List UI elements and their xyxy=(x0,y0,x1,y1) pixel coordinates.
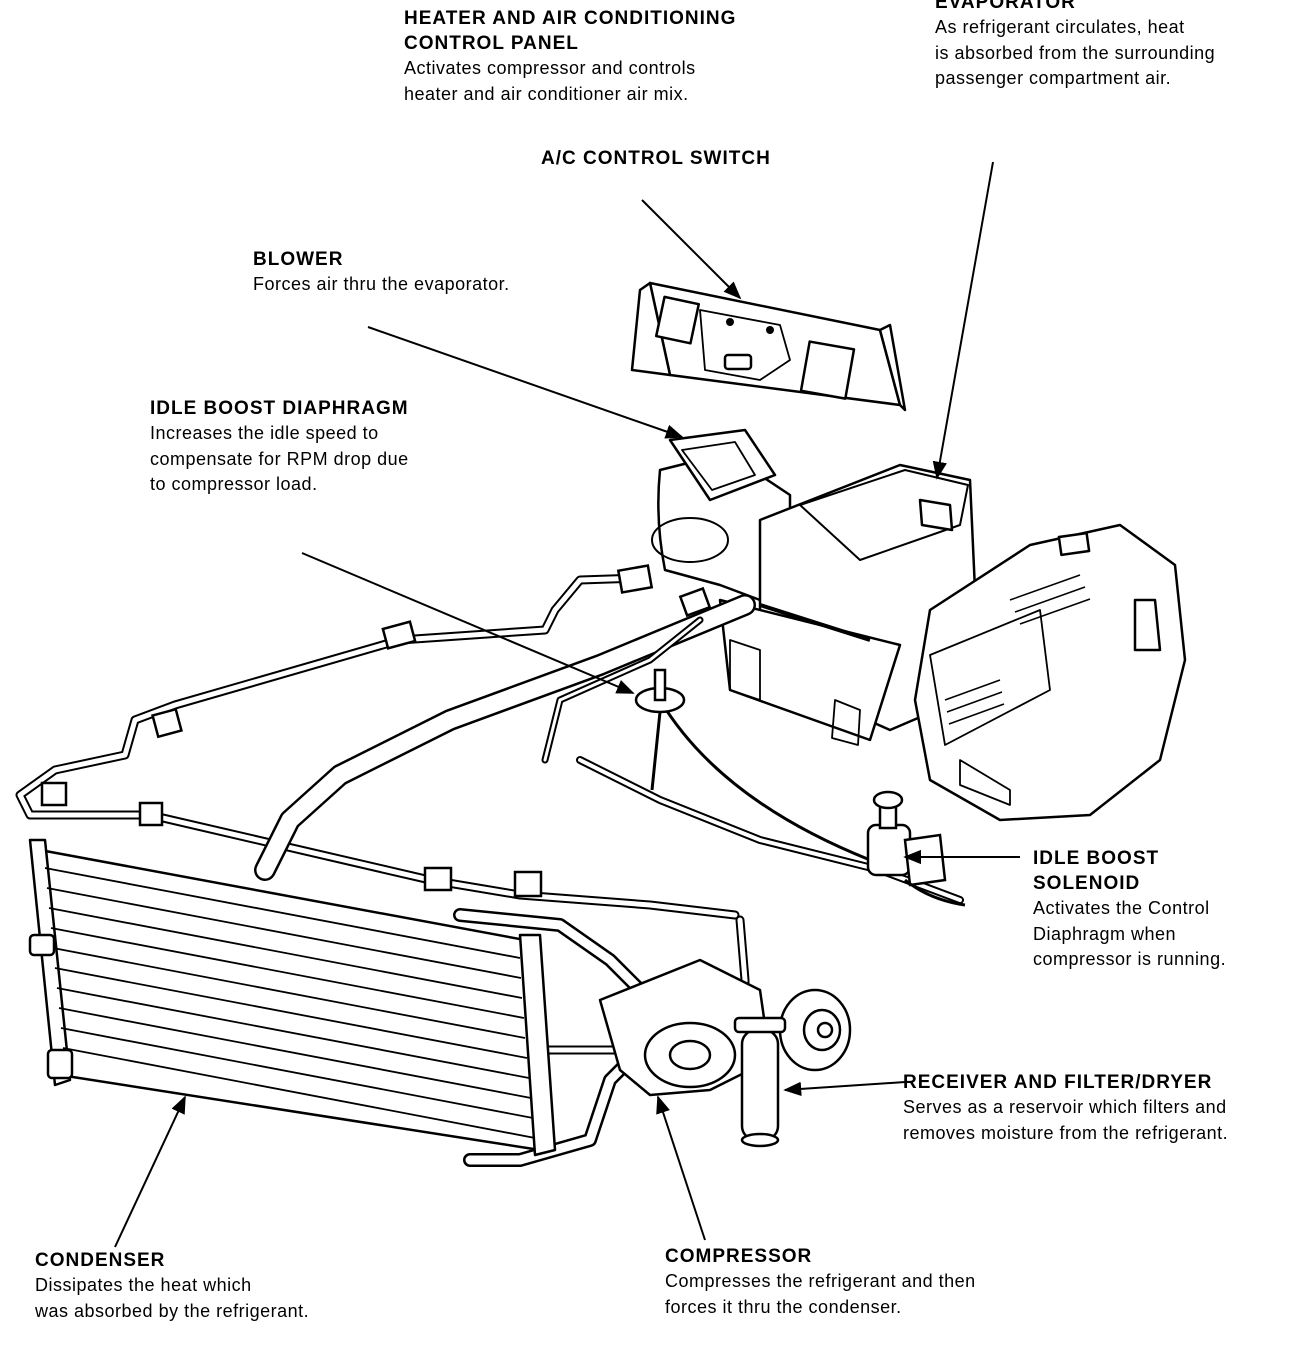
callout-ac-switch: A/C CONTROL SWITCH xyxy=(541,146,771,171)
callout-idle-diaphragm-title: IDLE BOOST DIAPHRAGM xyxy=(150,398,409,419)
callout-blower-title: BLOWER xyxy=(253,249,344,270)
callout-receiver-title: RECEIVER AND FILTER/DRYER xyxy=(903,1072,1213,1093)
condenser-arrow xyxy=(114,1095,186,1248)
callout-control-panel: HEATER AND AIR CONDITIONING CONTROL PANE… xyxy=(404,6,736,107)
callout-blower: BLOWER Forces air thru the evaporator. xyxy=(253,247,510,298)
callout-ac-switch-title: A/C CONTROL SWITCH xyxy=(541,148,771,169)
callout-control-panel-desc: Activates compressor and controls heater… xyxy=(404,58,696,104)
callout-compressor-title: COMPRESSOR xyxy=(665,1246,813,1267)
compressor-arrow xyxy=(656,1095,706,1241)
idle-diaphragm-arrow xyxy=(301,552,635,694)
compressor-drawing xyxy=(598,958,852,1097)
callout-blower-desc: Forces air thru the evaporator. xyxy=(253,274,510,294)
control-panel-drawing xyxy=(630,281,907,412)
callout-idle-solenoid-desc: Activates the Control Diaphragm when com… xyxy=(1033,898,1227,969)
callout-idle-diaphragm: IDLE BOOST DIAPHRAGM Increases the idle … xyxy=(150,396,409,498)
line-clamps-drawing xyxy=(40,564,712,898)
ac-switch-arrow xyxy=(641,199,742,300)
callout-idle-solenoid-title: IDLE BOOST SOLENOID xyxy=(1033,848,1160,894)
callout-condenser: CONDENSER Dissipates the heat which was … xyxy=(35,1248,309,1324)
callout-condenser-desc: Dissipates the heat which was absorbed b… xyxy=(35,1275,310,1321)
callout-evaporator-desc: As refrigerant circulates, heat is absor… xyxy=(935,17,1216,88)
callout-receiver: RECEIVER AND FILTER/DRYER Serves as a re… xyxy=(903,1070,1228,1146)
callout-receiver-desc: Serves as a reservoir which filters and … xyxy=(903,1097,1229,1143)
evaporator-arrow xyxy=(932,161,994,480)
callout-idle-diaphragm-desc: Increases the idle speed to compensate f… xyxy=(150,423,409,494)
receiver-arrow xyxy=(783,1081,906,1097)
callout-idle-solenoid: IDLE BOOST SOLENOID Activates the Contro… xyxy=(1033,846,1226,973)
callout-control-panel-title: HEATER AND AIR CONDITIONING CONTROL PANE… xyxy=(404,8,737,54)
callout-compressor-desc: Compresses the refrigerant and then forc… xyxy=(665,1271,976,1317)
leader-arrows xyxy=(114,161,1020,1248)
blower-housing-drawing xyxy=(651,428,792,602)
callout-evaporator-title: EVAPORATOR xyxy=(935,0,1076,13)
condenser-drawing xyxy=(28,838,557,1157)
blower-arrow xyxy=(367,326,684,439)
callout-condenser-title: CONDENSER xyxy=(35,1250,166,1271)
receiver-dryer-drawing xyxy=(733,1016,787,1148)
idle-boost-solenoid-drawing xyxy=(866,790,966,907)
callout-evaporator: EVAPORATOR As refrigerant circulates, he… xyxy=(935,0,1215,92)
idle-boost-diaphragm-drawing xyxy=(634,668,686,791)
callout-compressor: COMPRESSOR Compresses the refrigerant an… xyxy=(665,1244,976,1320)
heater-unit-drawing xyxy=(913,523,1187,822)
